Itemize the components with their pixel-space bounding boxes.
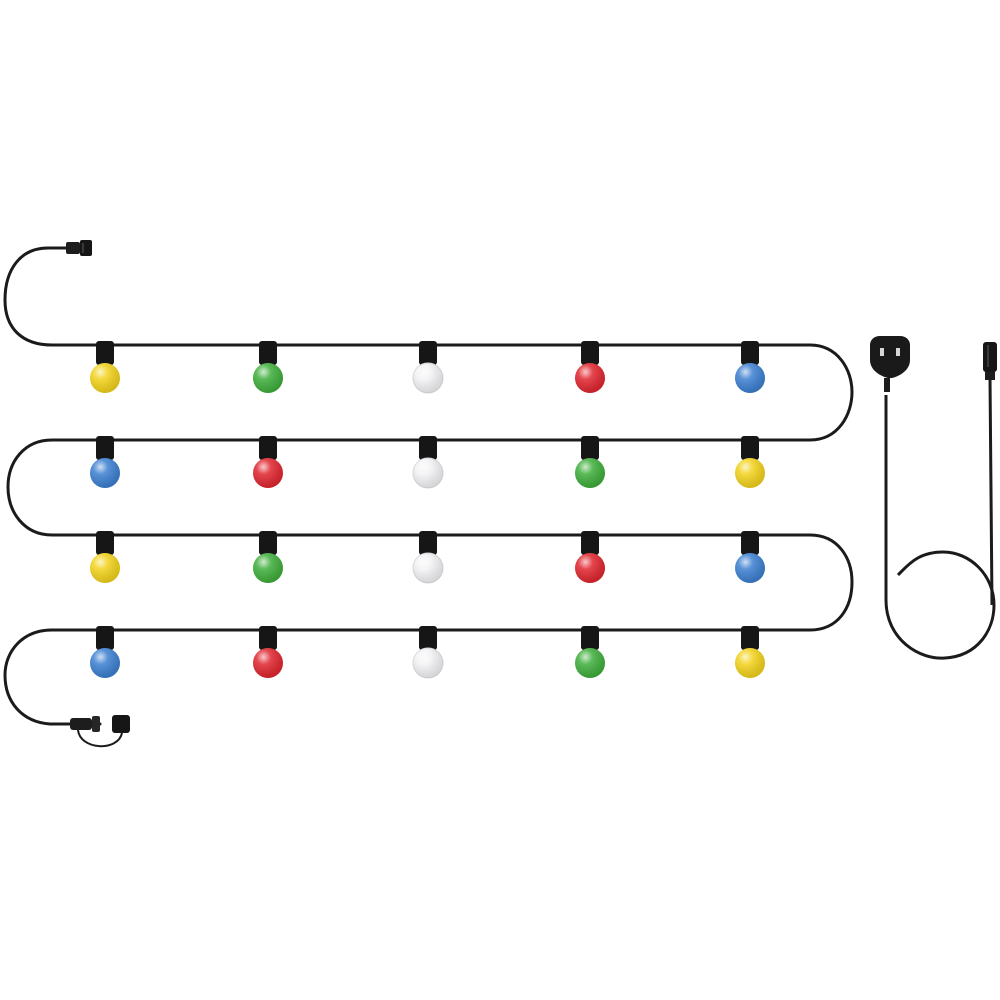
bulb-socket bbox=[419, 436, 437, 460]
bulb-highlight bbox=[413, 553, 443, 583]
bulb-socket bbox=[96, 436, 114, 460]
bulb-highlight bbox=[735, 458, 765, 488]
bulb-white bbox=[412, 626, 444, 679]
end-connector bbox=[70, 715, 130, 748]
power-lead bbox=[884, 377, 996, 660]
bulb-highlight bbox=[90, 363, 120, 393]
bulb-red bbox=[575, 341, 605, 393]
power-lead-connector-icon bbox=[983, 342, 997, 380]
bulb-highlight bbox=[575, 458, 605, 488]
bulb-highlight bbox=[413, 363, 443, 393]
bulb-green bbox=[575, 626, 605, 678]
bulb-red bbox=[253, 626, 283, 678]
bulb-socket bbox=[581, 531, 599, 555]
bulb-green bbox=[253, 531, 283, 583]
bulb-highlight bbox=[90, 648, 120, 678]
bulb-highlight bbox=[575, 363, 605, 393]
bulb-socket bbox=[581, 436, 599, 460]
bulb-socket bbox=[419, 626, 437, 650]
bulb-white bbox=[412, 531, 444, 584]
bulb-socket bbox=[96, 626, 114, 650]
bulb-white bbox=[412, 341, 444, 394]
bulb-socket bbox=[419, 531, 437, 555]
bulb-highlight bbox=[575, 553, 605, 583]
input-connector bbox=[66, 240, 92, 256]
bulb-socket bbox=[259, 531, 277, 555]
bulb-red bbox=[575, 531, 605, 583]
bulb-blue bbox=[735, 341, 765, 393]
bulb-highlight bbox=[735, 363, 765, 393]
bulb-socket bbox=[259, 341, 277, 365]
bulb-highlight bbox=[253, 553, 283, 583]
light-string-cable bbox=[3, 246, 854, 726]
uk-plug-icon bbox=[870, 336, 910, 392]
bulb-highlight bbox=[90, 553, 120, 583]
bulb-highlight bbox=[413, 458, 443, 488]
bulb-blue bbox=[90, 436, 120, 488]
bulb-socket bbox=[581, 626, 599, 650]
bulb-yellow bbox=[735, 436, 765, 488]
bulb-yellow bbox=[735, 626, 765, 678]
bulb-highlight bbox=[253, 458, 283, 488]
bulb-red bbox=[253, 436, 283, 488]
bulb-green bbox=[575, 436, 605, 488]
bulb-highlight bbox=[253, 363, 283, 393]
bulb-socket bbox=[259, 626, 277, 650]
bulb-socket bbox=[741, 341, 759, 365]
bulb-socket bbox=[96, 531, 114, 555]
bulb-socket bbox=[581, 341, 599, 365]
bulb-socket bbox=[741, 531, 759, 555]
bulb-highlight bbox=[575, 648, 605, 678]
bulb-socket bbox=[419, 341, 437, 365]
bulb-yellow bbox=[90, 531, 120, 583]
bulb-highlight bbox=[90, 458, 120, 488]
bulb-socket bbox=[96, 341, 114, 365]
bulb-highlight bbox=[735, 553, 765, 583]
bulb-highlight bbox=[735, 648, 765, 678]
bulb-blue bbox=[90, 626, 120, 678]
bulb-blue bbox=[735, 531, 765, 583]
bulb-highlight bbox=[413, 648, 443, 678]
bulb-socket bbox=[741, 436, 759, 460]
bulb-highlight bbox=[253, 648, 283, 678]
bulb-yellow bbox=[90, 341, 120, 393]
bulb-group bbox=[90, 341, 765, 679]
bulb-socket bbox=[259, 436, 277, 460]
bulb-white bbox=[412, 436, 444, 489]
bulb-green bbox=[253, 341, 283, 393]
bulb-socket bbox=[741, 626, 759, 650]
